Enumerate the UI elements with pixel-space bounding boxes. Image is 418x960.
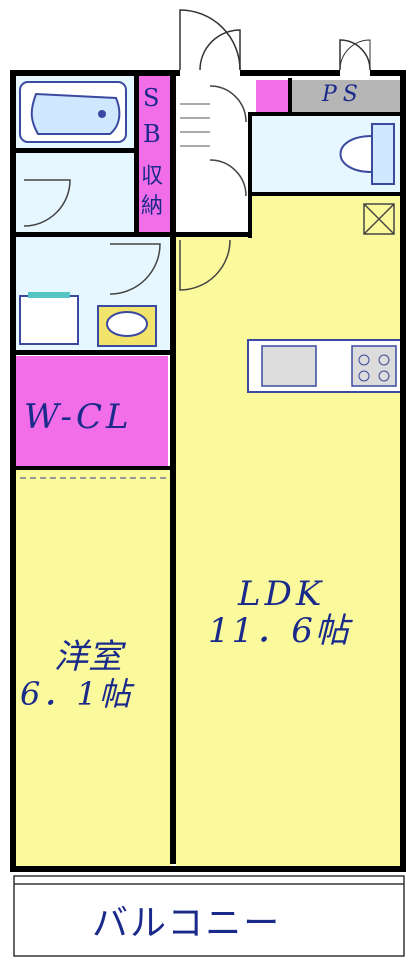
wash-basin (97, 305, 157, 347)
entry-step-lines (180, 103, 210, 147)
entry-hall (172, 74, 252, 236)
balcony (14, 876, 404, 956)
balcony-frame (13, 875, 405, 957)
kitchen-counter (247, 339, 403, 393)
ps-small-pink (256, 80, 288, 112)
door-swings (23, 85, 247, 295)
ldk-room (176, 196, 402, 868)
sb-storage (138, 74, 172, 152)
ldk-label: LDK (238, 574, 326, 614)
bathtub-fixture (19, 81, 127, 143)
wcl-label: W-CL (24, 397, 133, 437)
sb-label-s: S (143, 84, 160, 112)
ps-shaft (292, 80, 402, 112)
washing-machine (19, 292, 79, 345)
storage-label-2: 納 (141, 194, 164, 219)
ventilation-box (363, 203, 395, 235)
washroom-corridor (14, 152, 138, 236)
entrance-door (179, 9, 371, 71)
toilet-fixture (339, 123, 395, 185)
sb-label-b: B (143, 120, 161, 148)
western-room-size-label: 6．1帖 (20, 675, 133, 713)
walk-in-closet (14, 356, 168, 466)
ps-label: PS (322, 82, 364, 107)
closet-storage (138, 152, 172, 236)
western-room (14, 470, 172, 868)
western-room-label: 洋室 (54, 637, 122, 677)
ldk-size-label: 11．6帖 (208, 611, 351, 651)
storage-label-1: 収 (141, 164, 164, 189)
walls (10, 70, 406, 872)
balcony-label: バルコニー (92, 903, 282, 944)
